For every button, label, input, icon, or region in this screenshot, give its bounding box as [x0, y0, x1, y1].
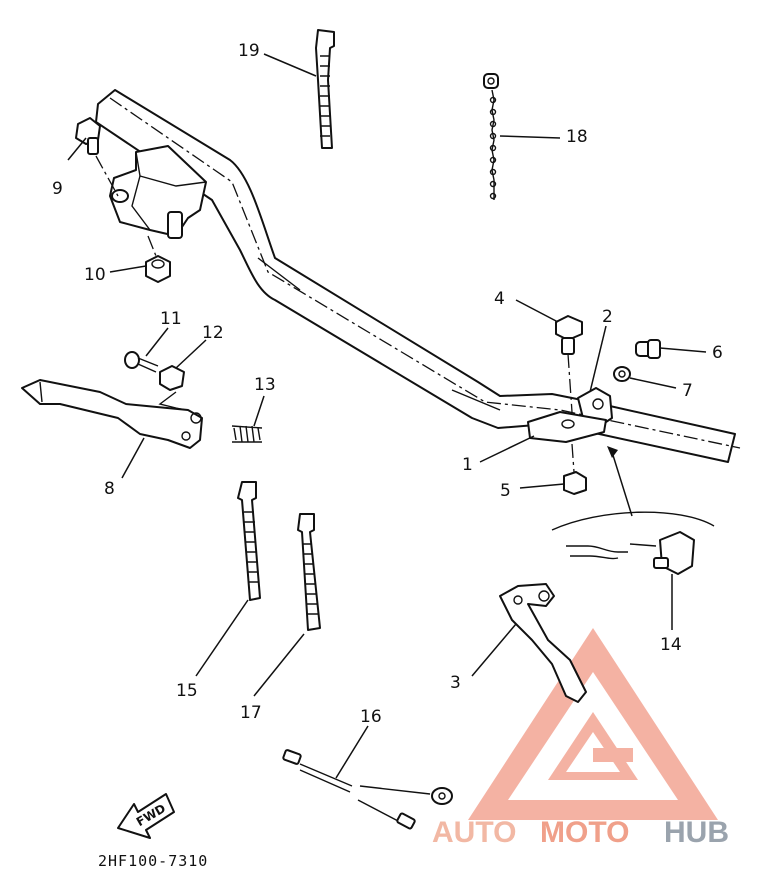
brake-master-cylinder-part	[109, 145, 207, 239]
callout-7: 7	[682, 381, 693, 401]
callout-17: 17	[240, 703, 262, 723]
part-10-nut	[145, 255, 171, 283]
part-19-cable-tie	[315, 29, 335, 149]
drawing-code: 2HF100-7310	[98, 852, 208, 870]
callout-1: 1	[462, 455, 473, 475]
callout-2: 2	[602, 307, 613, 327]
watermark-wordmark: AUTO MOTO HUB	[432, 816, 729, 849]
part-3-lever	[499, 583, 587, 703]
part-8-lever	[21, 379, 203, 449]
callout-16: 16	[360, 707, 382, 727]
part-18-bead-tie	[483, 73, 499, 200]
part-14-switch	[551, 446, 715, 575]
callout-15: 15	[176, 681, 198, 701]
callout-18: 18	[566, 127, 588, 147]
part-17-cable-tie	[297, 513, 321, 631]
callout-3: 3	[450, 673, 461, 693]
callout-14: 14	[660, 635, 682, 655]
callout-4: 4	[494, 289, 505, 309]
callout-8: 8	[104, 479, 115, 499]
watermark-hub: HUB	[664, 816, 729, 849]
callout-9: 9	[52, 179, 63, 199]
part-6-bolt	[635, 339, 661, 359]
part-9-bolt	[75, 117, 101, 155]
callout-12: 12	[202, 323, 224, 343]
handlebar-part	[95, 89, 741, 463]
callout-5: 5	[500, 481, 511, 501]
part-11-bolt	[124, 351, 159, 373]
part-16-wire-lead	[282, 749, 453, 830]
fwd-arrow-icon: FWD	[117, 793, 175, 839]
callout-19: 19	[238, 41, 260, 61]
callout-13: 13	[254, 375, 276, 395]
callout-10: 10	[84, 265, 106, 285]
part-5-nut	[563, 471, 587, 495]
part-7-washer	[613, 366, 631, 382]
watermark-auto: AUTO	[432, 816, 516, 849]
part-4-bolt	[555, 315, 583, 355]
watermark-moto: MOTO	[540, 816, 629, 849]
part-12-nut	[159, 365, 185, 391]
watermark-logo	[468, 628, 718, 820]
part-13-spring	[231, 425, 263, 443]
callout-11: 11	[160, 309, 182, 329]
part-15-cable-tie	[237, 481, 261, 601]
callout-6: 6	[712, 343, 723, 363]
